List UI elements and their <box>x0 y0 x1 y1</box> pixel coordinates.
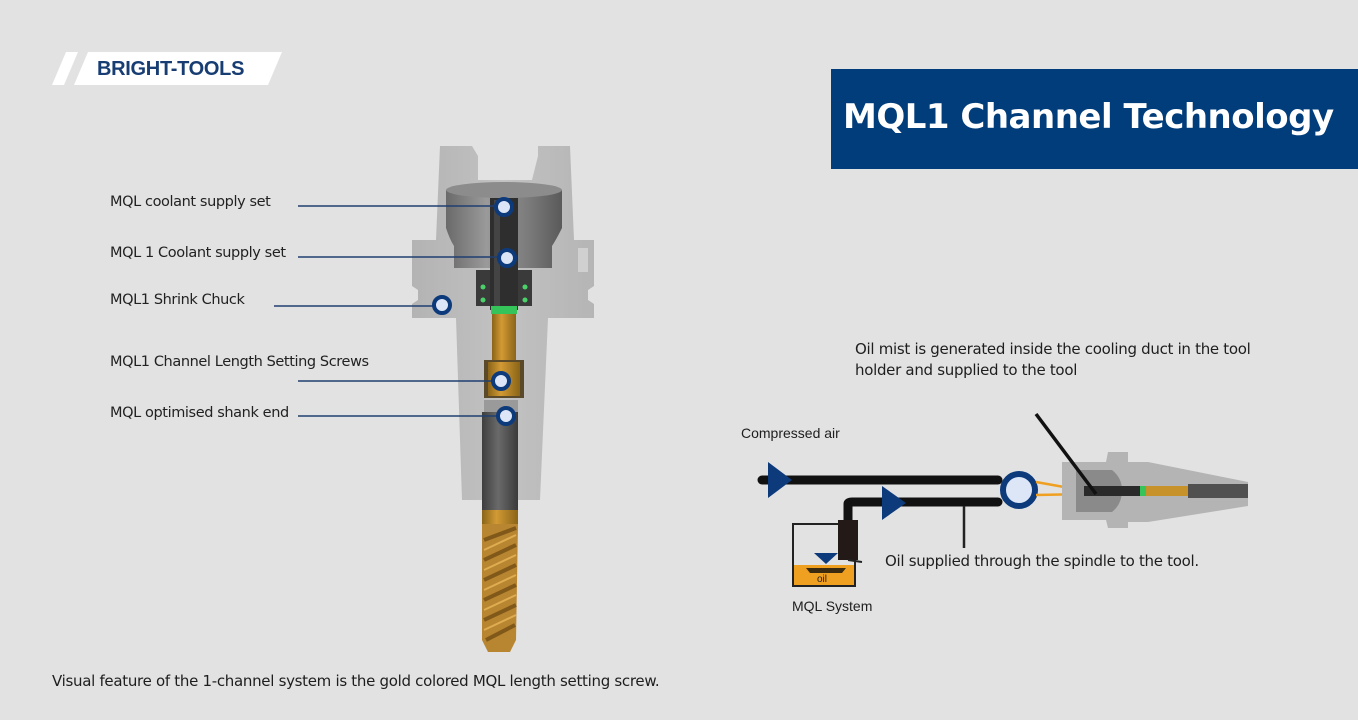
marker-optimised-shank-end <box>496 406 516 426</box>
marker-coolant-supply-set <box>494 197 514 217</box>
callout-markers <box>432 197 517 426</box>
marker-mql1-coolant-supply-set <box>497 248 517 268</box>
compressed-air-label: Compressed air <box>741 425 840 441</box>
callout-leaders <box>274 205 504 417</box>
flow-description: Oil mist is generated inside the cooling… <box>855 340 1251 379</box>
oil-line <box>843 497 1003 527</box>
marker-length-setting-screws <box>491 371 511 391</box>
level-indicator-icon <box>814 553 838 564</box>
page-title: MQL1 Channel Technology <box>843 97 1334 137</box>
tool-holder-section <box>412 146 594 652</box>
marker-shrink-chuck <box>432 295 452 315</box>
pointer-line <box>1034 412 1098 496</box>
brand-logo-shape <box>52 52 282 85</box>
mixing-point-marker <box>1000 471 1038 509</box>
callout-label-length-setting-screws: MQL1 Channel Length Setting Screws <box>110 354 369 370</box>
oil-supply-label: Oil supplied through the spindle to the … <box>885 552 1199 570</box>
holder-caption: Visual feature of the 1-channel system i… <box>52 672 660 690</box>
pump-block <box>838 520 858 560</box>
callout-label-mql1-coolant-supply-set: MQL 1 Coolant supply set <box>110 245 286 261</box>
header-banner: MQL1 Channel Technology <box>831 69 1358 169</box>
oil-tank-label: oil <box>817 574 828 585</box>
air-flow-arrow-icon <box>768 462 792 498</box>
mql-system-label: MQL System <box>792 598 873 614</box>
callout-label-coolant-supply-set: MQL coolant supply set <box>110 194 271 210</box>
brand-logo-text: BRIGHT-TOOLS <box>97 58 245 80</box>
oil-flow-arrow-icon <box>882 486 906 520</box>
callout-label-optimised-shank-end: MQL optimised shank end <box>110 405 289 421</box>
flow-diagram <box>757 412 1248 587</box>
callout-label-shrink-chuck: MQL1 Shrink Chuck <box>110 292 245 308</box>
